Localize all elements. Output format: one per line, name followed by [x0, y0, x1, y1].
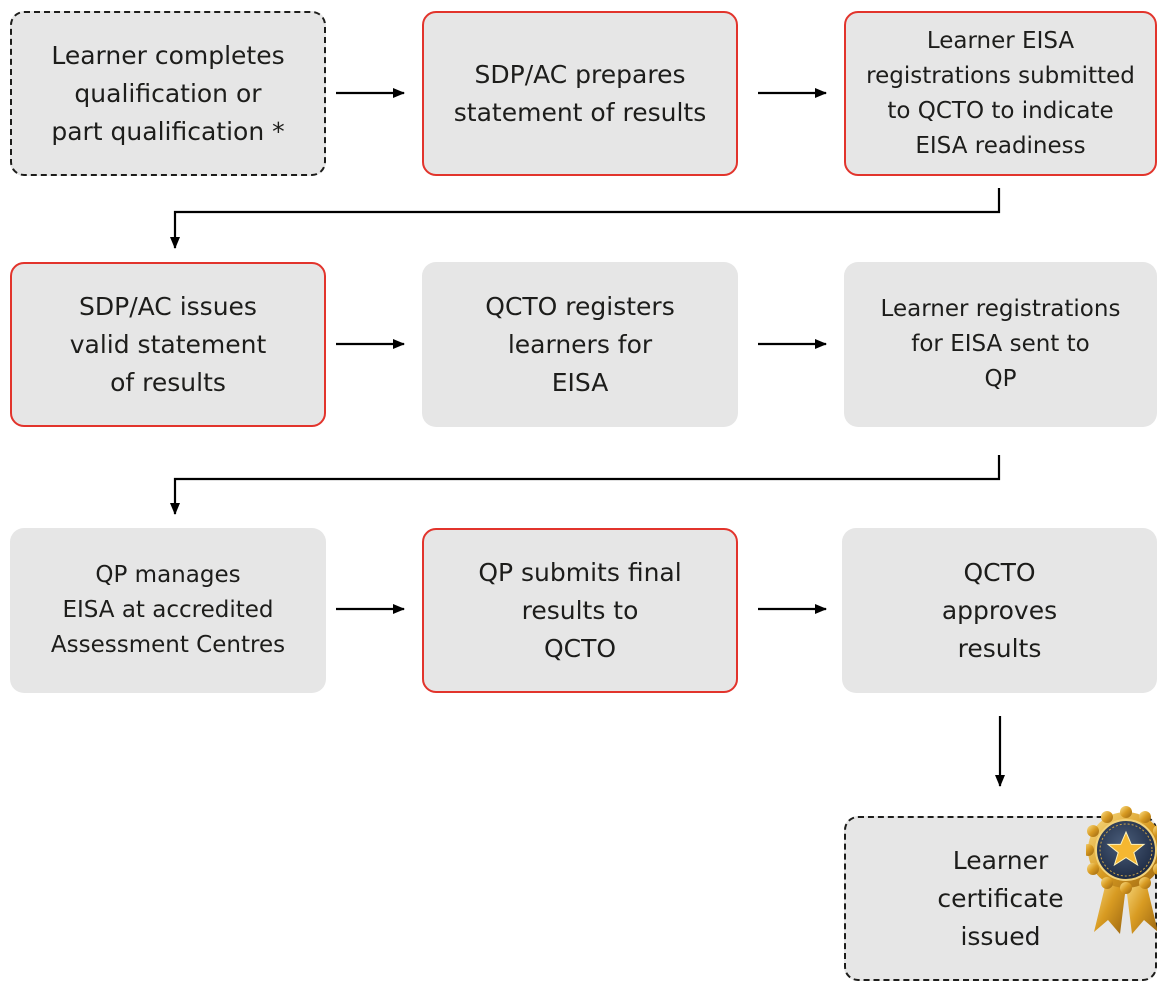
step-label: QP manages EISA at accredited Assessment…	[50, 562, 286, 658]
step-label: SDP/AC issues valid statement of results	[69, 291, 267, 397]
step-label: QCTO registers learners for EISA	[485, 291, 675, 397]
step-label: Learner certificate issued	[937, 845, 1064, 951]
step-qcto-approves: QCTO approves results	[842, 528, 1157, 693]
step-label: Learner completes qualification or part …	[51, 40, 285, 146]
step-label: SDP/AC prepares statement of results	[453, 59, 707, 127]
step-prepares-statement: SDP/AC prepares statement of results	[422, 11, 738, 176]
step-label: QCTO approves results	[941, 557, 1058, 663]
step-issues-statement: SDP/AC issues valid statement of results	[10, 262, 326, 427]
step-learner-completes: Learner completes qualification or part …	[10, 11, 326, 176]
step-label: Learner registrations for EISA sent to Q…	[880, 296, 1121, 392]
step-qcto-registers: QCTO registers learners for EISA	[422, 262, 738, 427]
arrow-s6-s7	[170, 455, 1001, 515]
step-label: Learner EISA registrations submitted to …	[866, 27, 1135, 159]
step-registrations-sent: Learner registrations for EISA sent to Q…	[844, 262, 1157, 427]
step-qp-submits: QP submits final results to QCTO	[422, 528, 738, 693]
step-label: QP submits final results to QCTO	[478, 557, 682, 663]
step-registrations-submitted: Learner EISA registrations submitted to …	[844, 11, 1157, 176]
step-qp-manages: QP manages EISA at accredited Assessment…	[10, 528, 326, 693]
award-seal-icon	[1086, 806, 1157, 934]
arrow-s3-s4	[170, 188, 1001, 249]
